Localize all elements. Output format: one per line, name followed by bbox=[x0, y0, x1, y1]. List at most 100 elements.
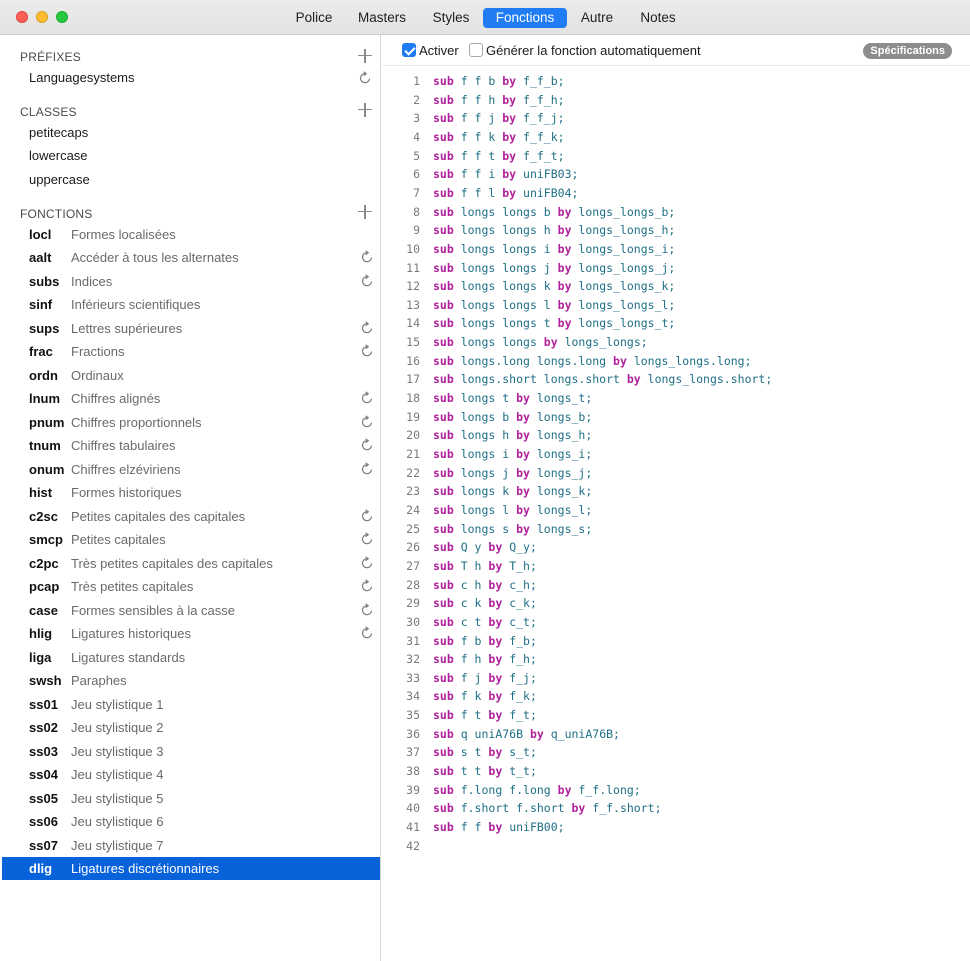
code-text: sub q uniA76B by q_uniA76B; bbox=[433, 726, 620, 741]
auto-refresh-icon bbox=[359, 71, 371, 84]
feature-description: Jeu stylistique 7 bbox=[71, 837, 164, 853]
class-item[interactable]: lowercase bbox=[29, 148, 88, 163]
feature-tag: ss05 bbox=[29, 790, 58, 806]
line-number: 27 bbox=[406, 558, 420, 573]
add-class-plus-icon[interactable] bbox=[358, 103, 372, 117]
code-text: sub longs longs k by longs_longs_k; bbox=[433, 279, 676, 294]
feature-tag: ss04 bbox=[29, 767, 58, 782]
activate-checkbox[interactable] bbox=[402, 43, 416, 57]
code-text: sub c k by c_k; bbox=[433, 596, 537, 611]
minimize-window-button[interactable] bbox=[36, 11, 48, 23]
feature-tag: pnum bbox=[29, 414, 65, 430]
features-header: FONCTIONS bbox=[20, 207, 93, 221]
tab-notes[interactable]: Notes bbox=[640, 10, 676, 25]
code-text: sub longs.long longs.long by longs_longs… bbox=[433, 353, 752, 368]
feature-tag: hist bbox=[29, 485, 53, 500]
line-number: 20 bbox=[406, 428, 420, 443]
line-number: 31 bbox=[406, 633, 420, 648]
tab-styles[interactable]: Styles bbox=[432, 10, 470, 25]
code-text: sub longs longs t by longs_longs_t; bbox=[433, 316, 676, 331]
specifications-button[interactable]: Spécifications bbox=[863, 43, 952, 59]
feature-description: Ligatures discrétionnaires bbox=[71, 861, 220, 876]
feature-description: Petites capitales des capitales bbox=[71, 508, 246, 524]
line-number: 36 bbox=[406, 726, 420, 741]
add-feature-plus-icon[interactable] bbox=[358, 205, 372, 219]
line-number: 41 bbox=[406, 820, 420, 834]
code-text: sub longs j by longs_j; bbox=[433, 465, 593, 480]
feature-description: Chiffres alignés bbox=[71, 391, 161, 406]
add-prefix-plus-icon[interactable] bbox=[358, 49, 372, 63]
zoom-window-button[interactable] bbox=[56, 11, 68, 23]
tab-fonctions[interactable]: Fonctions bbox=[483, 8, 567, 28]
code-text: sub f f by uniFB00; bbox=[433, 820, 565, 834]
feature-tag: locl bbox=[29, 226, 52, 242]
auto-refresh-icon bbox=[361, 626, 373, 639]
autogenerate-checkbox[interactable] bbox=[469, 43, 483, 57]
code-text: sub longs longs j by longs_longs_j; bbox=[433, 260, 676, 275]
feature-description: Formes sensibles à la casse bbox=[71, 602, 236, 618]
code-text: sub longs i by longs_i; bbox=[433, 447, 593, 461]
feature-description: Très petites capitales des capitales bbox=[71, 555, 273, 571]
feature-tag: ss06 bbox=[29, 814, 58, 829]
auto-refresh-icon bbox=[361, 414, 373, 427]
feature-tag: sups bbox=[29, 320, 60, 336]
tab-police[interactable]: Police bbox=[295, 10, 333, 25]
auto-refresh-icon bbox=[361, 532, 373, 545]
feature-description: Ligatures standards bbox=[71, 649, 186, 665]
feature-description: Inférieurs scientifiques bbox=[71, 297, 201, 312]
close-window-button[interactable] bbox=[16, 11, 28, 23]
class-item[interactable]: uppercase bbox=[29, 172, 90, 187]
feature-tag: subs bbox=[29, 273, 60, 289]
feature-tag: lnum bbox=[29, 391, 61, 406]
feature-description: Jeu stylistique 2 bbox=[71, 720, 164, 735]
feature-tag: ss01 bbox=[29, 696, 58, 712]
feature-description: Formes historiques bbox=[71, 485, 182, 500]
feature-item-hist[interactable]: hist Formes historiques bbox=[2, 481, 380, 504]
tab-autre[interactable]: Autre bbox=[580, 10, 614, 25]
feature-item-lnum[interactable]: lnum Chiffres alignés bbox=[2, 387, 380, 410]
code-text: sub f f j by f_f_j; bbox=[433, 111, 565, 126]
prefix-item[interactable]: Languagesystems bbox=[29, 70, 135, 85]
class-item[interactable]: petitecaps bbox=[29, 125, 89, 140]
line-number: 39 bbox=[406, 782, 420, 797]
tab-masters[interactable]: Masters bbox=[357, 10, 406, 25]
line-number: 34 bbox=[406, 689, 420, 704]
feature-tag: ordn bbox=[29, 367, 58, 383]
